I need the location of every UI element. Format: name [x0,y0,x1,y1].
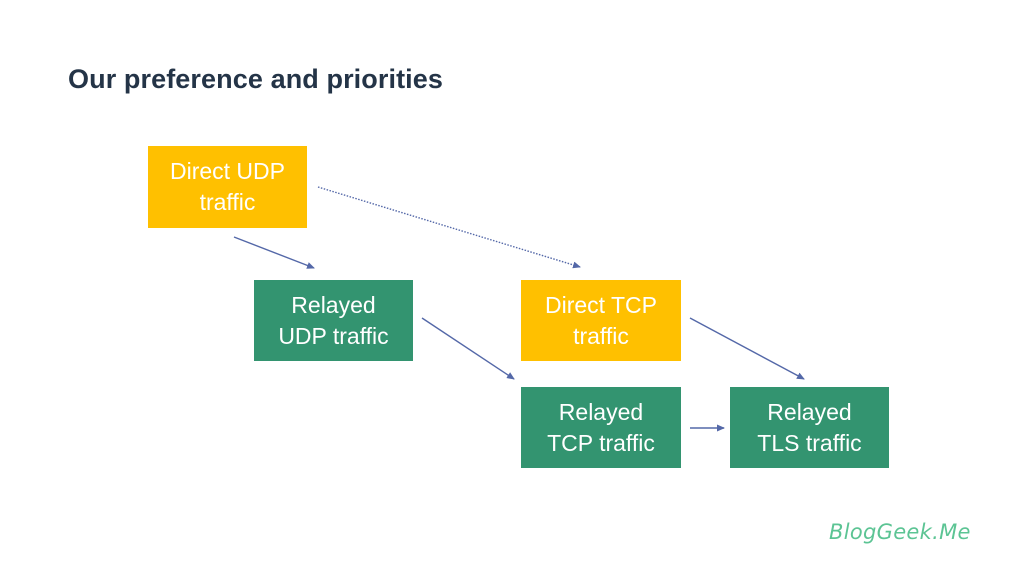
edge-direct-udp-to-direct-tcp [317,186,581,269]
node-label: Direct TCP traffic [544,291,658,349]
edge-relayed-udp-to-relayed-tcp [421,317,515,380]
node-label: Relayed TCP traffic [547,398,655,456]
node-direct-udp: Direct UDP traffic [148,146,307,228]
edge-direct-tcp-to-relayed-tls [689,317,805,380]
edge-direct-udp-to-relayed-udp [233,236,315,269]
node-relayed-udp: Relayed UDP traffic [254,280,413,361]
node-label: Relayed UDP traffic [278,291,389,349]
node-relayed-tls: Relayed TLS traffic [730,387,889,468]
node-label: Relayed TLS traffic [757,398,862,456]
node-label: Direct UDP traffic [169,158,285,215]
brand-logo: BlogGeek.Me [829,520,971,544]
node-direct-tcp: Direct TCP traffic [521,280,681,361]
slide-title: Our preference and priorities [68,64,444,94]
node-relayed-tcp: Relayed TCP traffic [521,387,681,468]
